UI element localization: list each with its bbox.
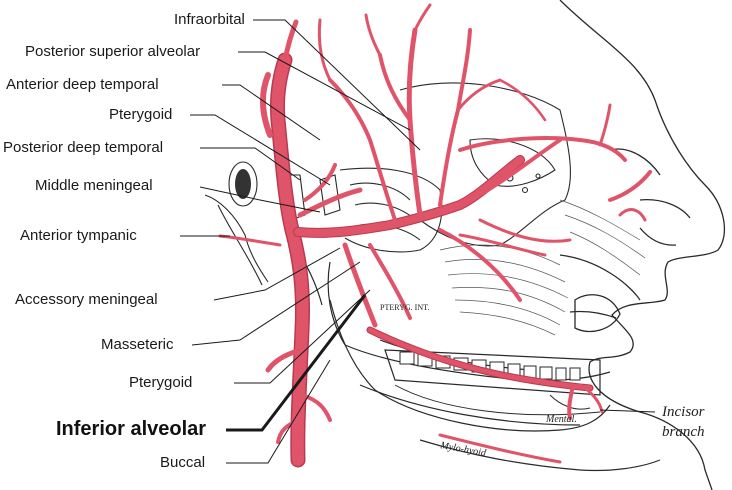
engraved-mental: Mental. (545, 414, 577, 425)
label-accessory-meningeal: Accessory meningeal (15, 291, 158, 308)
label-pterygoid-upper: Pterygoid (109, 106, 173, 123)
label-pterygoid-lower: Pterygoid (129, 374, 193, 391)
label-buccal: Buccal (160, 454, 206, 471)
muscle-fibers (439, 199, 646, 336)
label-incisor-branch: branch (662, 424, 705, 440)
label-inferior-alveolar: Inferior alveolar (56, 418, 207, 440)
leader-lines (180, 19, 656, 464)
label-posterior-deep-temporal: Posterior deep temporal (3, 139, 164, 156)
label-anterior-tympanic: Anterior tympanic (20, 227, 137, 244)
label-middle-meningeal: Middle meningeal (35, 177, 153, 194)
label-infraorbital: Infraorbital (174, 11, 245, 28)
engraved-pteryg-int: PTERYG. INT. (380, 303, 429, 312)
label-anterior-deep-temporal: Anterior deep temporal (6, 76, 159, 93)
label-masseteric: Masseteric (101, 336, 174, 353)
skull-outline (204, 82, 571, 286)
arteries (218, 3, 652, 468)
label-incisor: Incisor (662, 404, 705, 420)
engraved-mylo-hyoid: Mylo-hyoid (438, 440, 487, 459)
label-posterior-superior-alveolar: Posterior superior alveolar (25, 43, 201, 60)
